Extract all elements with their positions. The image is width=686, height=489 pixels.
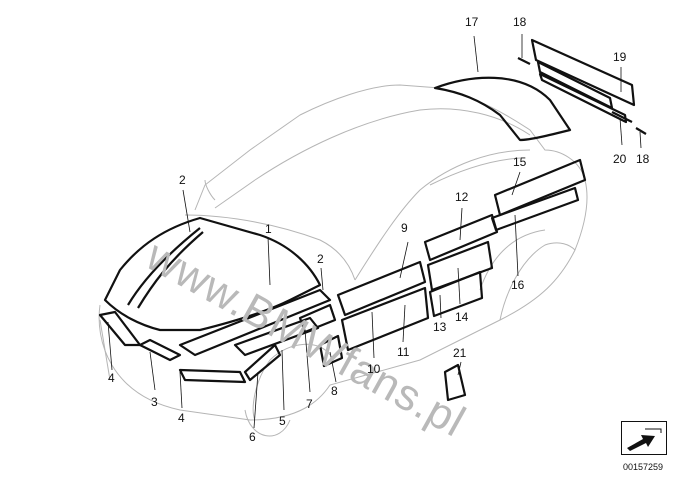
decal-spoiler-tab-end (635, 127, 647, 135)
callout-6: 6 (249, 430, 256, 444)
callout-4-right: 4 (178, 411, 185, 425)
callout-8: 8 (331, 384, 338, 398)
decal-bumper-grille (138, 338, 182, 362)
decal-rear-door-middle (426, 240, 494, 292)
decal-trunk-lid (433, 76, 572, 142)
decal-spoiler-tab-right (611, 111, 633, 123)
callout-14: 14 (455, 310, 469, 324)
decal-front-door-upper (336, 260, 427, 317)
callout-15: 15 (513, 155, 527, 169)
callout-20: 20 (613, 152, 627, 166)
decal-rear-door-upper (423, 213, 499, 262)
decal-hood-edge (178, 288, 332, 357)
callout-2-right: 2 (317, 252, 324, 266)
leader-lines (107, 34, 642, 429)
callout-7: 7 (306, 397, 313, 411)
decal-spoiler-top (530, 38, 636, 107)
decal-door-front-small (298, 303, 337, 334)
decal-fender-top (233, 316, 320, 357)
decal-strips (98, 38, 647, 402)
arrow-diagram-icon (621, 421, 667, 455)
callout-4-left: 4 (108, 371, 115, 385)
decal-bumper-right (178, 368, 247, 384)
callout-18-bottom: 18 (636, 152, 650, 166)
decal-piece-21 (443, 363, 467, 402)
decal-fender-front (243, 343, 282, 382)
callout-16: 16 (511, 278, 525, 292)
callout-5: 5 (279, 414, 286, 428)
decal-rear-quarter-upper (493, 158, 587, 217)
callout-1: 1 (265, 222, 272, 236)
decal-spoiler-mid (536, 60, 614, 110)
decal-rear-quarter-lower (490, 186, 580, 232)
callout-11: 11 (397, 345, 410, 359)
decal-front-door-lower (340, 286, 430, 352)
decal-hood (103, 216, 322, 332)
decal-hood-center-inner (137, 231, 204, 309)
callout-9: 9 (401, 221, 408, 235)
callout-18-top: 18 (513, 15, 527, 29)
callout-13: 13 (433, 320, 447, 334)
diagram-number: 00157259 (623, 462, 664, 472)
car-body-outline (98, 84, 588, 437)
callout-19: 19 (613, 50, 627, 64)
callout-2-left: 2 (179, 173, 186, 187)
decal-hood-center (127, 227, 201, 306)
callout-3: 3 (151, 395, 158, 409)
callout-17: 17 (465, 15, 479, 29)
callout-12: 12 (455, 190, 469, 204)
decal-rear-door-lower (428, 270, 484, 318)
callout-10: 10 (367, 362, 381, 376)
decal-spoiler-tab-left (517, 57, 531, 65)
decal-spoiler-low (538, 72, 628, 124)
callout-21: 21 (453, 346, 467, 360)
decal-door-front-lower (318, 334, 344, 368)
decal-bumper-left (98, 310, 142, 347)
